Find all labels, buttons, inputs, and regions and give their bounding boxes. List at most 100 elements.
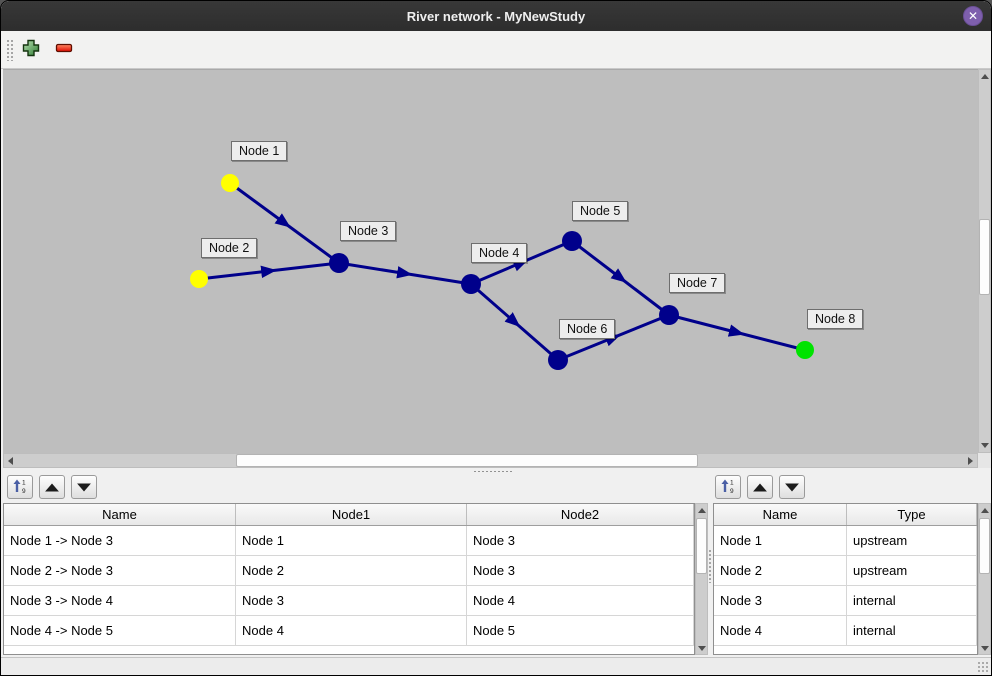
node-label[interactable]: Node 5 [572, 201, 629, 221]
vscroll-thumb[interactable] [979, 518, 990, 574]
scroll-right-button[interactable] [964, 454, 977, 467]
table-cell[interactable]: Node 2 [236, 556, 467, 585]
toolbar-drag-handle[interactable] [6, 38, 13, 61]
scroll-up-button[interactable] [979, 70, 990, 83]
table-cell[interactable]: Node 4 -> Node 5 [4, 616, 236, 645]
triangle-right-icon [968, 456, 973, 465]
table-cell[interactable]: Node 3 [467, 556, 694, 585]
table-cell[interactable]: Node 3 -> Node 4 [4, 586, 236, 615]
node-label[interactable]: Node 7 [669, 273, 726, 293]
triangle-left-icon [8, 456, 13, 465]
table-cell[interactable]: Node 3 [714, 586, 847, 615]
river-node[interactable] [329, 253, 349, 273]
table-cell[interactable]: upstream [847, 526, 977, 555]
node-label[interactable]: Node 1 [231, 141, 288, 161]
add-node-button[interactable] [19, 38, 43, 62]
canvas-hscrollbar[interactable] [3, 453, 978, 468]
river-edge[interactable] [571, 239, 670, 317]
hscroll-thumb[interactable] [236, 454, 698, 467]
main-toolbar [1, 31, 991, 69]
river-node[interactable] [796, 341, 814, 359]
node-label[interactable]: Node 6 [559, 319, 616, 339]
table-cell[interactable]: Node 5 [467, 616, 694, 645]
table-cell[interactable]: Node 2 -> Node 3 [4, 556, 236, 585]
river-node[interactable] [548, 350, 568, 370]
triangle-up-icon [697, 507, 706, 513]
close-button[interactable]: ✕ [963, 6, 983, 26]
column-header[interactable]: Node1 [236, 504, 467, 525]
resize-grip-icon[interactable] [977, 661, 989, 673]
links-move-up-button[interactable] [39, 475, 65, 499]
scroll-down-button[interactable] [979, 642, 990, 654]
table-cell[interactable]: Node 4 [714, 616, 847, 645]
table-cell[interactable]: Node 1 [236, 526, 467, 555]
node-label[interactable]: Node 8 [807, 309, 864, 329]
links-sort-button[interactable]: 1 9 [7, 475, 33, 499]
river-edge[interactable] [668, 313, 806, 352]
column-header[interactable]: Node2 [467, 504, 694, 525]
river-edge[interactable] [229, 181, 340, 265]
river-edge[interactable] [338, 261, 472, 286]
remove-node-button[interactable] [52, 38, 76, 62]
scrollbar-corner [978, 453, 991, 468]
node-label[interactable]: Node 2 [201, 238, 258, 258]
table-cell[interactable]: upstream [847, 556, 977, 585]
scroll-up-button[interactable] [979, 504, 990, 516]
sort-icon: 1 9 [12, 478, 28, 497]
network-canvas[interactable]: Node 1 Node 2 Node 3 Node 4 Node 5 Node 6 Node… [3, 69, 978, 453]
river-node[interactable] [221, 174, 239, 192]
table-cell[interactable]: Node 3 [467, 526, 694, 555]
table-cell[interactable]: Node 2 [714, 556, 847, 585]
title-bar[interactable]: River network - MyNewStudy ✕ [1, 1, 991, 31]
close-icon: ✕ [967, 9, 979, 23]
column-header[interactable]: Name [4, 504, 236, 525]
vscroll-thumb[interactable] [696, 518, 707, 574]
scroll-up-button[interactable] [696, 504, 707, 516]
links-table-scrollbar[interactable] [695, 503, 708, 655]
column-header[interactable]: Type [847, 504, 977, 525]
table-cell[interactable]: Node 1 -> Node 3 [4, 526, 236, 555]
scroll-down-button[interactable] [979, 439, 990, 452]
table-cell[interactable]: internal [847, 616, 977, 645]
column-header[interactable]: Name [714, 504, 847, 525]
move-down-icon [785, 482, 799, 492]
table-cell[interactable]: Node 1 [714, 526, 847, 555]
vscroll-thumb[interactable] [979, 219, 990, 295]
node-label[interactable]: Node 3 [340, 221, 397, 241]
window-title: River network - MyNewStudy [406, 8, 586, 24]
scroll-left-button[interactable] [4, 454, 17, 467]
river-edge[interactable] [198, 261, 340, 281]
nodes-sort-button[interactable]: 1 9 [715, 475, 741, 499]
triangle-down-icon [697, 645, 706, 651]
river-node[interactable] [190, 270, 208, 288]
nodes-move-down-button[interactable] [779, 475, 805, 499]
river-node[interactable] [659, 305, 679, 325]
table-cell[interactable]: Node 3 [236, 586, 467, 615]
table-cell[interactable]: Node 4 [467, 586, 694, 615]
links-move-down-button[interactable] [71, 475, 97, 499]
node-label[interactable]: Node 4 [471, 243, 528, 263]
table-cell[interactable]: Node 4 [236, 616, 467, 645]
scroll-down-button[interactable] [696, 642, 707, 654]
table-cell[interactable]: internal [847, 586, 977, 615]
river-node[interactable] [461, 274, 481, 294]
river-node[interactable] [562, 231, 582, 251]
nodes-table-scrollbar[interactable] [978, 503, 991, 655]
horizontal-splitter[interactable] [3, 468, 991, 474]
river-edge[interactable] [470, 282, 559, 362]
canvas-vscrollbar[interactable] [978, 69, 991, 453]
triangle-up-icon [980, 74, 989, 79]
nodes-move-up-button[interactable] [747, 475, 773, 499]
vertical-splitter[interactable] [708, 549, 712, 583]
